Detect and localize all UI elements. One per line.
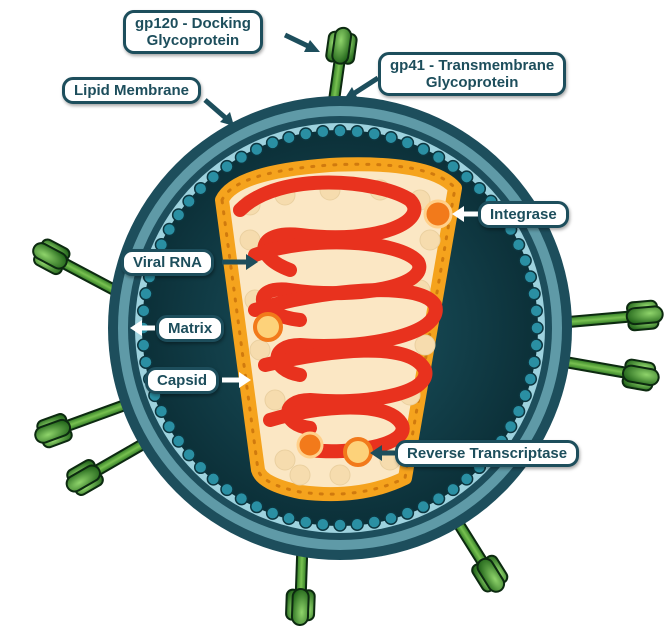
matrix-dot: [300, 516, 312, 528]
matrix-dot: [140, 288, 152, 300]
matrix-dot: [401, 137, 413, 149]
matrix-dot: [138, 305, 150, 317]
matrix-dot: [317, 518, 329, 530]
matrix-dot: [528, 288, 540, 300]
reverse-transcriptase-enzyme-1: [298, 433, 322, 457]
matrix-dot: [530, 305, 542, 317]
label-lipid-membrane: Lipid Membrane: [62, 77, 201, 104]
matrix-dot: [385, 512, 397, 524]
capsid-bubble: [420, 230, 440, 250]
matrix-dot: [173, 209, 185, 221]
matrix-dot: [140, 356, 152, 368]
label-capsid: Capsid: [145, 367, 219, 394]
reverse-transcriptase-enzyme-2: [345, 439, 371, 465]
matrix-dot: [207, 473, 219, 485]
capsid-bubble: [290, 465, 310, 485]
matrix-dot: [528, 356, 540, 368]
capsid-bubble: [250, 340, 270, 360]
matrix-dot: [385, 132, 397, 144]
matrix-dot: [195, 183, 207, 195]
matrix-dot: [236, 151, 248, 163]
matrix-dot: [505, 421, 517, 433]
matrix-dot: [351, 126, 363, 138]
label-gp120-line1: gp120 - Docking: [135, 15, 251, 32]
label-integrase: Integrase: [478, 201, 569, 228]
matrix-dot: [251, 143, 263, 155]
matrix-dot: [524, 271, 536, 283]
matrix-dot: [267, 137, 279, 149]
label-gp41-line1: gp41 - Transmembrane: [390, 57, 554, 74]
matrix-dot: [433, 493, 445, 505]
matrix-dot: [207, 171, 219, 183]
spike-lower-left-1: [31, 392, 130, 451]
matrix-dot: [513, 239, 525, 251]
label-gp41-line2: Glycoprotein: [390, 74, 554, 91]
spike-right-2: [563, 348, 661, 392]
matrix-dot: [251, 501, 263, 513]
matrix-dot: [368, 516, 380, 528]
label-gp120-line2: Glycoprotein: [135, 32, 251, 49]
label-viral-rna-text: Viral RNA: [133, 254, 202, 271]
label-viral-rna: Viral RNA: [121, 249, 214, 276]
matrix-dot: [524, 373, 536, 385]
matrix-dot: [447, 161, 459, 173]
label-capsid-text: Capsid: [157, 372, 207, 389]
capsid-bubble: [415, 335, 435, 355]
matrix-dot: [417, 143, 429, 155]
label-lipid-membrane-text: Lipid Membrane: [74, 82, 189, 99]
matrix-dot: [519, 255, 531, 267]
matrix-dot: [513, 405, 525, 417]
integrase-enzyme: [425, 201, 451, 227]
matrix-dot: [236, 493, 248, 505]
label-reverse-transcriptase-text: Reverse Transcriptase: [407, 445, 567, 462]
matrix-dot: [183, 195, 195, 207]
matrix-dot: [195, 461, 207, 473]
label-matrix-text: Matrix: [168, 320, 212, 337]
capsid-bubble: [330, 465, 350, 485]
matrix-dot: [417, 501, 429, 513]
matrix-dot: [155, 405, 167, 417]
matrix-dot: [138, 339, 150, 351]
matrix-dot: [473, 183, 485, 195]
matrix-dot: [531, 322, 543, 334]
matrix-dot: [401, 507, 413, 519]
matrix-enzyme: [255, 314, 281, 340]
matrix-dot: [173, 435, 185, 447]
matrix-dot: [267, 507, 279, 519]
matrix-dot: [163, 421, 175, 433]
matrix-dot: [163, 224, 175, 236]
matrix-dot: [183, 449, 195, 461]
matrix-dot: [368, 128, 380, 140]
matrix-dot: [461, 473, 473, 485]
matrix-dot: [283, 512, 295, 524]
matrix-dot: [447, 483, 459, 495]
matrix-dot: [300, 128, 312, 140]
label-matrix: Matrix: [156, 315, 224, 342]
label-gp120: gp120 - Docking Glycoprotein: [123, 10, 263, 54]
spike-left: [28, 235, 125, 304]
capsid-bubble: [275, 450, 295, 470]
label-reverse-transcriptase: Reverse Transcriptase: [395, 440, 579, 467]
matrix-dot: [461, 171, 473, 183]
matrix-dot: [334, 519, 346, 531]
matrix-dot: [317, 126, 329, 138]
matrix-dot: [433, 151, 445, 163]
matrix-dot: [221, 483, 233, 495]
matrix-dot: [283, 132, 295, 144]
label-gp41: gp41 - Transmembrane Glycoprotein: [378, 52, 566, 96]
matrix-dot: [221, 161, 233, 173]
spike-right-1: [567, 300, 664, 336]
label-integrase-text: Integrase: [490, 206, 557, 223]
matrix-dot: [530, 339, 542, 351]
matrix-dot: [519, 389, 531, 401]
capsid-bubble: [265, 390, 285, 410]
matrix-dot: [351, 518, 363, 530]
matrix-dot: [334, 125, 346, 137]
